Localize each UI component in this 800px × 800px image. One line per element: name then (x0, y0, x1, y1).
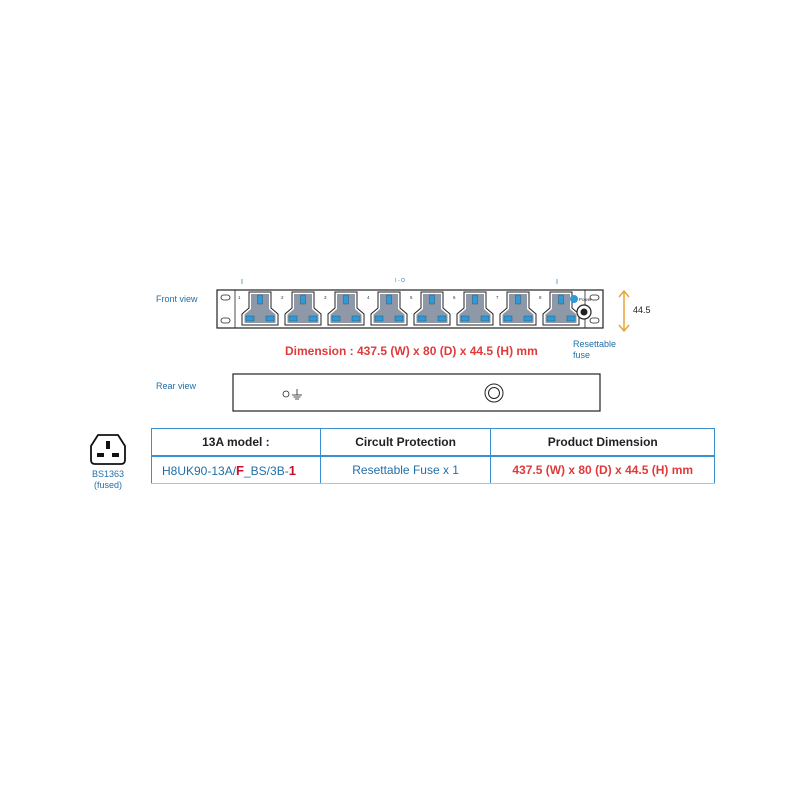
outlet-socket: 4 (367, 291, 408, 326)
socket-number: 3 (324, 295, 327, 300)
socket-number: 2 (281, 295, 284, 300)
outlet-socket: 3 (324, 291, 365, 326)
socket-group: 1 2 3 4 5 6 7 8 (238, 291, 580, 326)
socket-pin-hole (523, 315, 533, 322)
socket-pin-hole (288, 315, 298, 322)
header-dimension: Product Dimension (490, 428, 715, 457)
socket-face (373, 294, 405, 323)
socket-number: 5 (410, 295, 413, 300)
socket-number: 7 (496, 295, 499, 300)
cell-dimension: 437.5 (W) x 80 (D) x 44.5 (H) mm (490, 456, 715, 484)
fuse-note-line2: fuse (573, 350, 591, 360)
socket-pin-hole (566, 315, 576, 322)
outlet-socket: 5 (410, 291, 451, 326)
header-protection: Circult Protection (319, 428, 492, 457)
outlet-socket: 6 (453, 291, 494, 326)
cell-protection: Resettable Fuse x 1 (319, 456, 492, 484)
plug-label: BS1363 (fused) (78, 469, 138, 491)
outlet-socket: 1 (238, 291, 279, 326)
plug-label-line1: BS1363 (91, 469, 125, 479)
socket-pin-hole (257, 294, 263, 305)
rear-view-diagram (232, 373, 601, 412)
height-value: 44.5 (633, 305, 651, 315)
front-view-label: Front view (156, 294, 198, 304)
table-row: H8UK90-13A/F_BS/3B-1 Resettable Fuse x 1… (151, 456, 715, 484)
cell-model: H8UK90-13A/F_BS/3B-1 (151, 456, 321, 484)
fuse-note: Resettable fuse (573, 339, 616, 361)
socket-pin-hole (265, 315, 275, 322)
front-top-mark-left: I (241, 279, 243, 286)
rear-view-label: Rear view (156, 381, 197, 391)
front-top-mark-center: I - O (395, 278, 405, 284)
socket-pin-hole (394, 315, 404, 322)
dimension-text: Dimension : 437.5 (W) x 80 (D) x 44.5 (H… (285, 344, 538, 358)
spec-table-header-row: 13A model : Circult Protection Product D… (151, 428, 715, 457)
outlet-socket: 8 (539, 291, 580, 326)
socket-face (244, 294, 276, 323)
mount-hole-top-left (220, 294, 231, 301)
rear-screw-icon (282, 390, 290, 398)
front-chassis (216, 289, 604, 329)
bs1363-plug-icon (90, 434, 126, 465)
cable-gland-icon (484, 383, 504, 403)
front-top-mark-right: I (556, 279, 558, 286)
outlet-socket: 2 (281, 291, 322, 326)
socket-pin-hole (558, 294, 564, 305)
socket-face (502, 294, 534, 323)
socket-pin-hole (374, 315, 384, 322)
mount-hole-bottom-left (220, 317, 231, 324)
spec-table: 13A model : Circult Protection Product D… (151, 428, 715, 484)
ground-icon (292, 389, 302, 400)
socket-pin-hole (546, 315, 556, 322)
socket-pin-hole (515, 294, 521, 305)
socket-pin-hole (308, 315, 318, 322)
mount-hole-top-right (589, 294, 600, 301)
socket-pin-hole (472, 294, 478, 305)
model-f: F (236, 462, 244, 478)
socket-pin-hole (386, 294, 392, 305)
socket-pin-hole (503, 315, 513, 322)
socket-number: 6 (453, 295, 456, 300)
plug-label-line2: (fused) (93, 480, 122, 490)
mount-hole-bottom-right (589, 317, 600, 324)
socket-number: 4 (367, 295, 370, 300)
height-arrow-icon (618, 289, 630, 333)
model-mid: _BS/3B- (244, 463, 289, 478)
socket-pin-hole (480, 315, 490, 322)
socket-pin-hole (331, 315, 341, 322)
socket-face (459, 294, 491, 323)
model-num: 1 (288, 462, 296, 478)
rear-chassis (232, 373, 601, 412)
socket-pin-hole (245, 315, 255, 322)
socket-number: 1 (238, 295, 241, 300)
header-model: 13A model : (151, 428, 321, 457)
socket-number: 8 (539, 295, 542, 300)
socket-face (287, 294, 319, 323)
socket-face (545, 294, 577, 323)
socket-face (416, 294, 448, 323)
outlet-socket: 7 (496, 291, 537, 326)
socket-pin-hole (343, 294, 349, 305)
socket-pin-hole (417, 315, 427, 322)
fuse-note-line1: Resettable (573, 339, 617, 349)
socket-pin-hole (437, 315, 447, 322)
socket-pin-hole (460, 315, 470, 322)
socket-pin-hole (351, 315, 361, 322)
model-prefix: H8UK90-13A/ (162, 463, 237, 478)
socket-face (330, 294, 362, 323)
cable-gland-inner-icon (488, 387, 500, 399)
fuse-button-icon (580, 308, 588, 316)
front-view-diagram: I I - O I 1 2 3 4 5 6 7 8 Power (216, 278, 604, 329)
socket-pin-hole (429, 294, 435, 305)
socket-pin-hole (300, 294, 306, 305)
power-label: Power (579, 297, 592, 302)
power-indicator-icon (570, 295, 578, 303)
